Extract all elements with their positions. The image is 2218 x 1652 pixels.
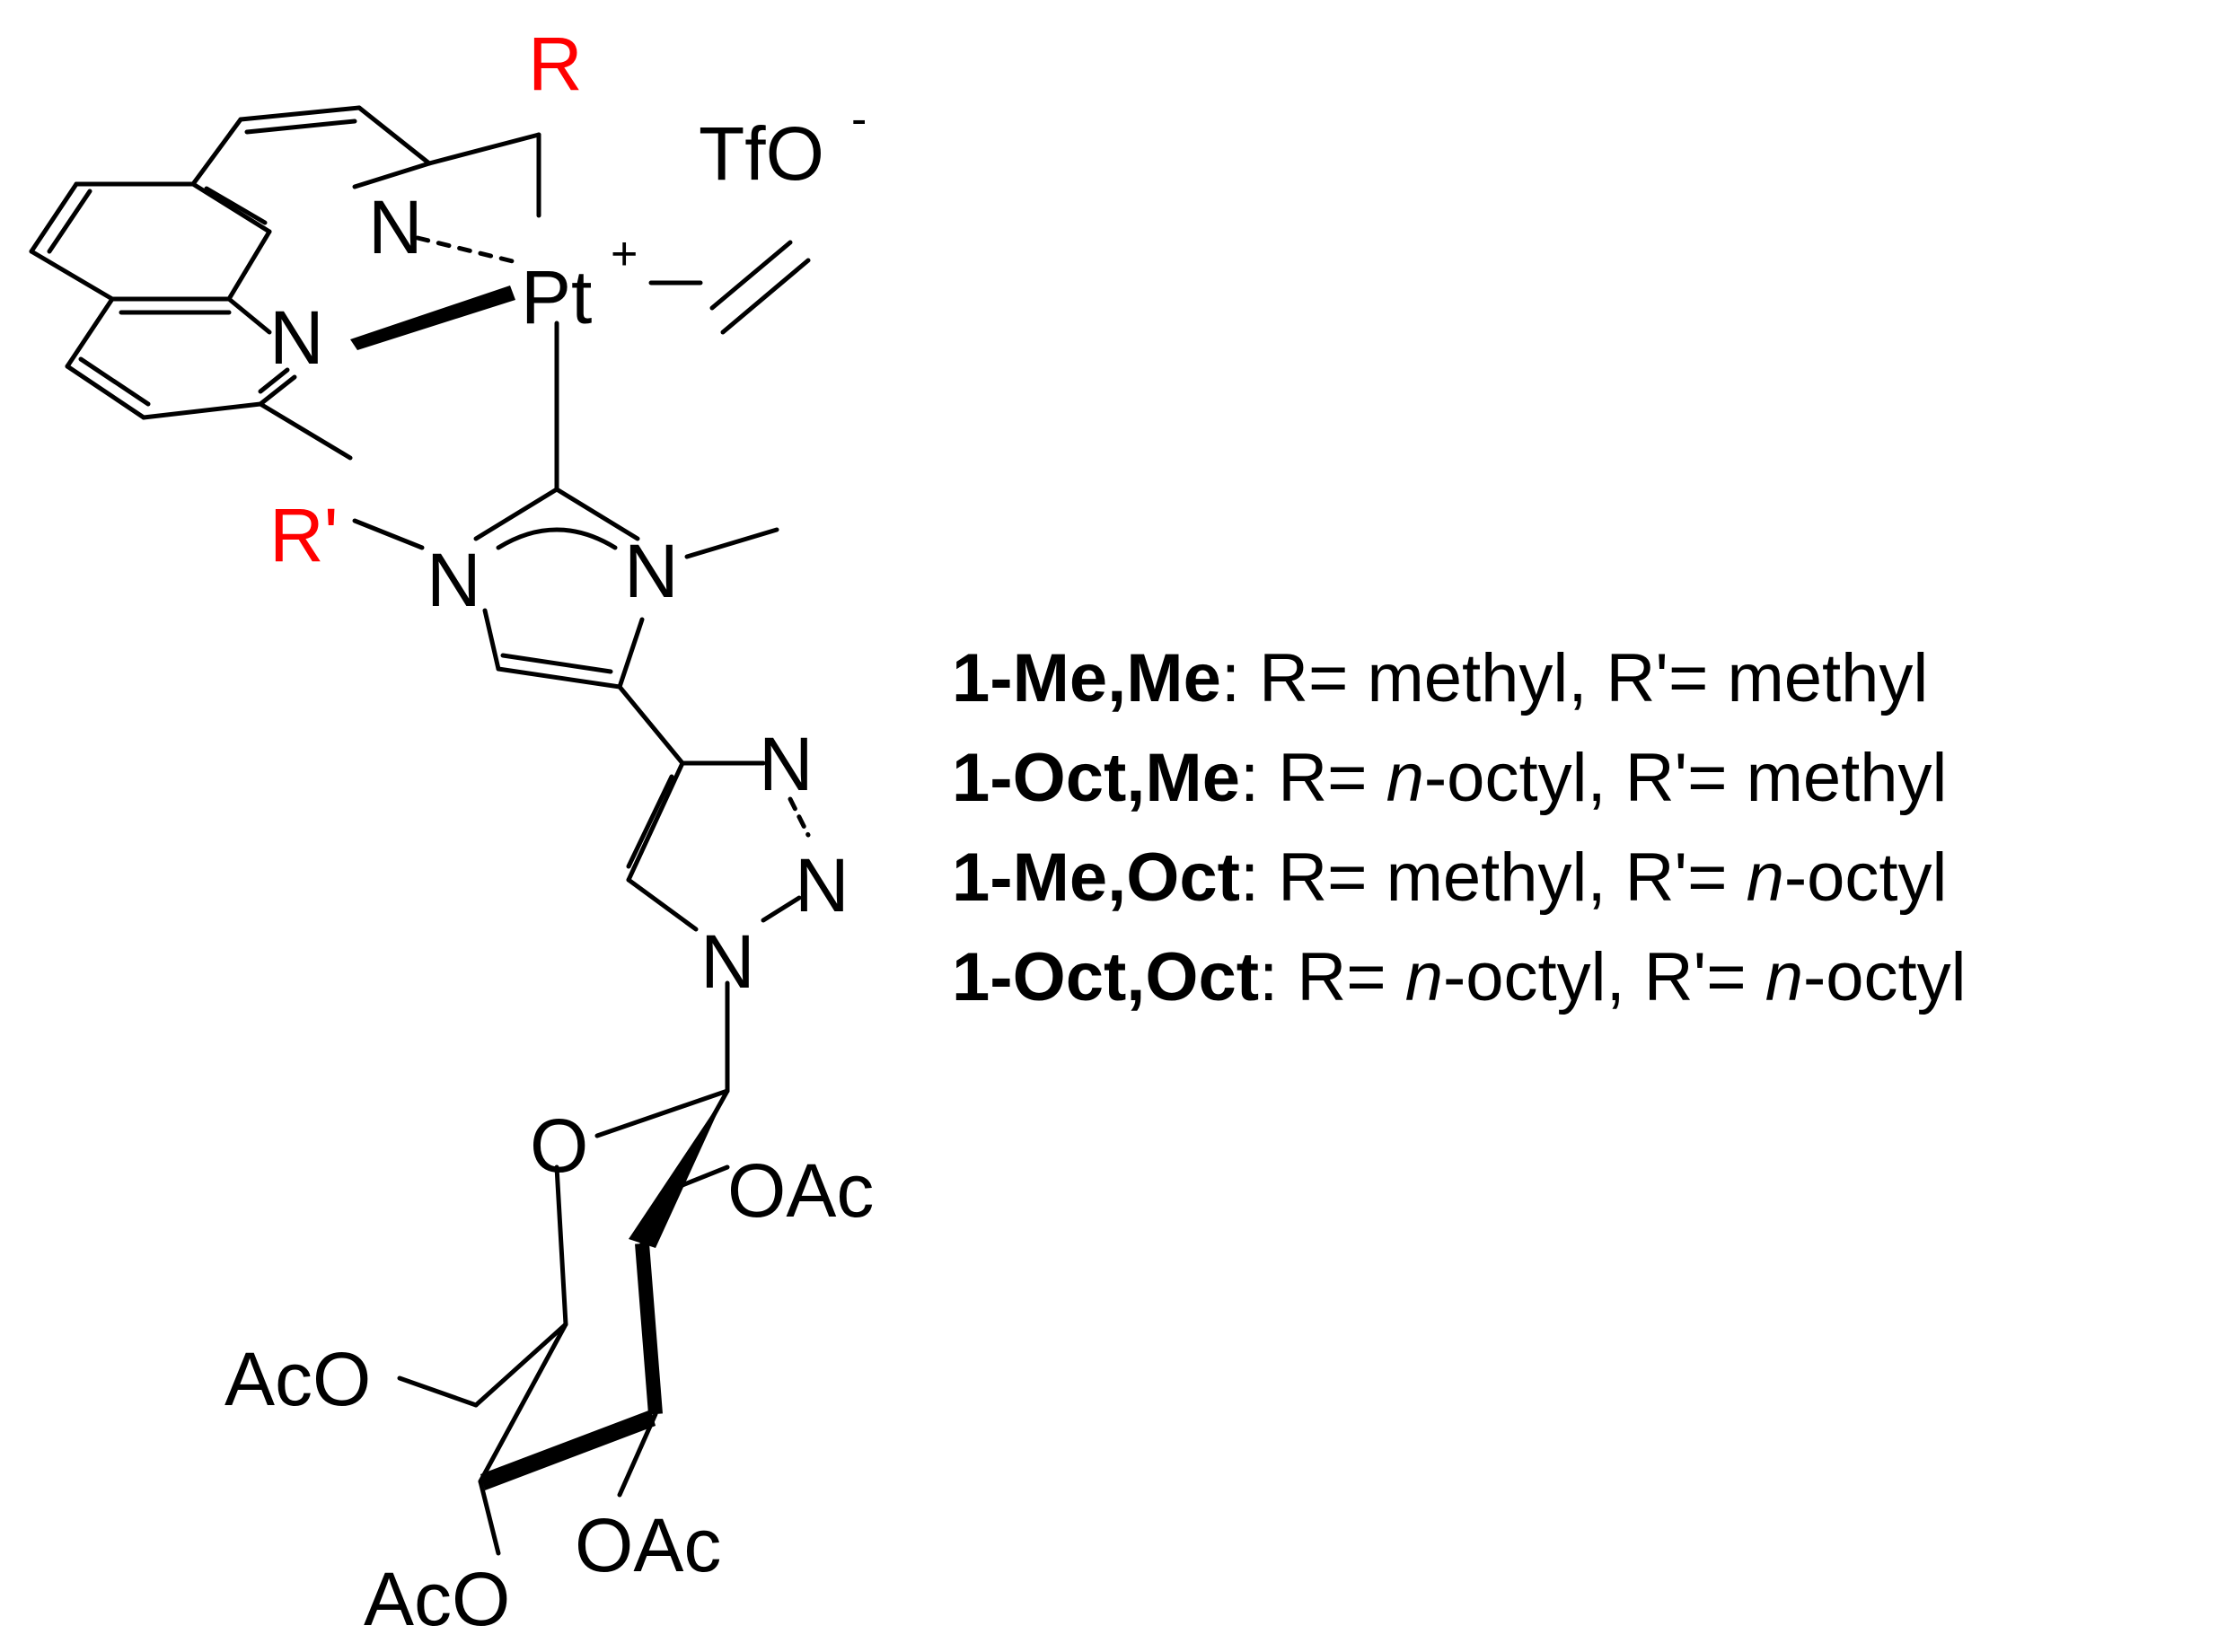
acetoxy-label-2: AcO — [224, 1337, 371, 1421]
acetoxy-label-3: OAc — [575, 1503, 721, 1587]
r-substituent-label: R — [528, 22, 583, 106]
phenanthroline-ligand — [29, 105, 541, 461]
platinum-bonds — [350, 132, 811, 492]
imidazole-nitrogen-2: N — [624, 529, 679, 613]
legend-row-1-oct-oct: 1-Oct,Oct: R= n-octyl, R'= n-octyl — [952, 939, 1967, 1015]
triazole-nitrogen-2: N — [795, 843, 849, 927]
sugar-ring — [397, 1088, 730, 1556]
legend-row-1-me-oct: 1-Me,Oct: R= methyl, R'= n-octyl — [952, 839, 1948, 916]
phenanthroline-nitrogen-1: N — [368, 185, 423, 269]
imidazole-nitrogen-1: N — [427, 538, 481, 622]
triflate-label: TfO — [699, 111, 824, 196]
triazole-ring — [626, 760, 811, 1094]
platinum-label: Pt — [521, 255, 592, 339]
acetoxy-label-1: OAc — [727, 1148, 874, 1233]
phenanthroline-nitrogen-2: N — [269, 295, 324, 380]
compound-legend: 1-Me,Me: R= methyl, R'= methyl 1-Oct,Me:… — [952, 628, 2209, 1027]
legend-row-1-oct-me: 1-Oct,Me: R= n-octyl, R'= methyl — [952, 740, 1948, 816]
compound-code: 1-Me,Me — [952, 640, 1221, 716]
platinum-charge: + — [611, 228, 638, 280]
acetoxy-label-4: AcO — [364, 1557, 510, 1641]
compound-code: 1-Oct,Me — [952, 740, 1240, 816]
sugar-ring-oxygen: O — [530, 1103, 588, 1188]
compound-code: 1-Me,Oct — [952, 839, 1240, 916]
compound-code: 1-Oct,Oct — [952, 939, 1260, 1015]
triflate-charge: - — [851, 93, 867, 145]
legend-row-1-me-me: 1-Me,Me: R= methyl, R'= methyl — [952, 640, 1929, 716]
imidazole-ring — [352, 487, 779, 766]
r-prime-substituent-label: R' — [269, 493, 339, 577]
triazole-nitrogen-1: N — [759, 722, 814, 806]
triazole-nitrogen-3: N — [700, 919, 755, 1004]
